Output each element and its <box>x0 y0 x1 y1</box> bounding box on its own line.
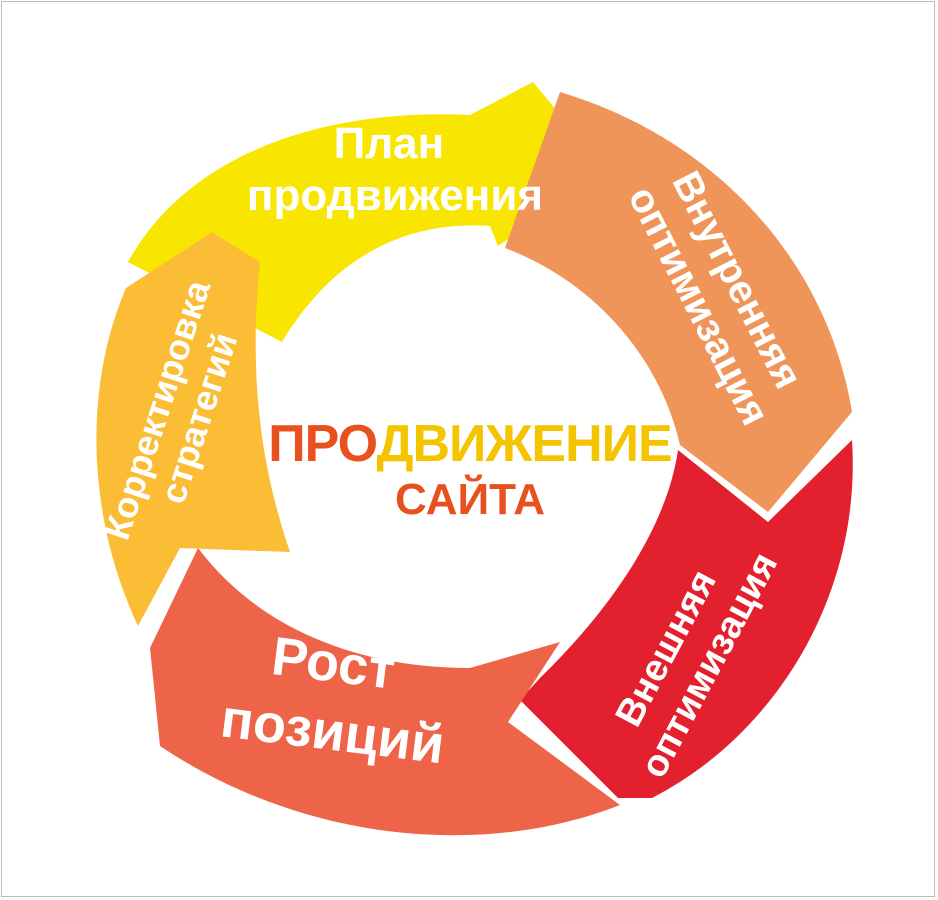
segment-adjust-arrow <box>96 232 290 626</box>
segment-internal-arrow <box>505 92 852 512</box>
segment-external-arrow <box>520 440 853 798</box>
segment-growth-line1: Рост <box>268 626 398 701</box>
center-title-main: ДВИЖЕНИЕ <box>376 415 672 473</box>
center-title-line1: ПРОДВИЖЕНИЕ <box>240 418 700 470</box>
center-title-line2: САЙТА <box>395 475 545 524</box>
segment-plan-line1: План <box>334 119 445 168</box>
segment-plan-label: План продвижения <box>247 119 543 220</box>
center-title: ПРОДВИЖЕНИЕ САЙТА <box>240 418 700 522</box>
center-title-prefix: ПРО <box>268 415 377 473</box>
segment-plan-line2: продвижения <box>247 171 543 220</box>
segment-growth-arrow <box>150 548 620 836</box>
